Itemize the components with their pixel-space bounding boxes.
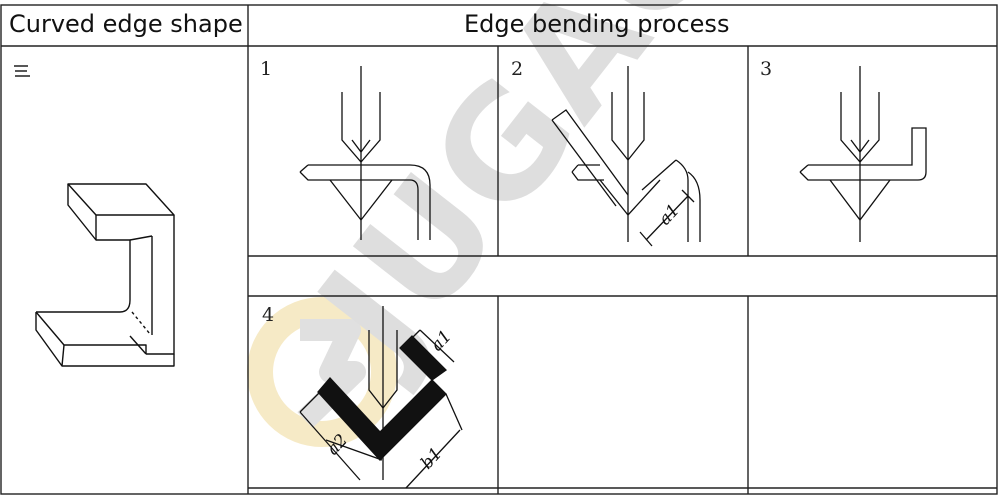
step-2-drawing [551, 66, 701, 247]
step-3-number: 3 [760, 58, 773, 80]
step-4-number: 4 [262, 304, 275, 326]
table-frame [0, 4, 998, 495]
step-4-dimension-a1: a1 [427, 326, 456, 355]
step-1-drawing [299, 66, 431, 240]
header-edge-bending-process: Edge bending process [464, 10, 730, 38]
header-curved-edge-shape: Curved edge shape [9, 10, 243, 38]
step-2-number: 2 [511, 58, 524, 80]
step-1-number: 1 [260, 58, 273, 80]
step-3-drawing [799, 66, 927, 242]
step-4-drawing [299, 306, 463, 489]
step-4-dimension-b1: b1 [417, 444, 446, 474]
step-4-dimension-a2: a2 [323, 430, 352, 459]
watermark-logo-circle [247, 297, 397, 447]
curved-edge-shape-drawing [14, 65, 175, 367]
